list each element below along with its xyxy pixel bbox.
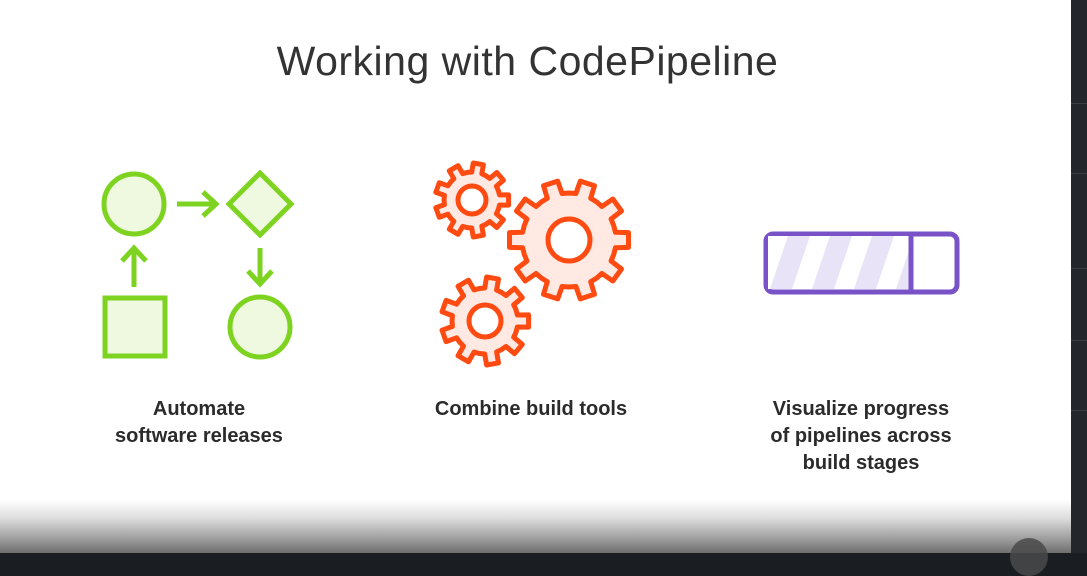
caption-combine: Combine build tools <box>434 398 628 420</box>
caption-automate: Automate software releases <box>115 398 283 447</box>
small-gear-bottom <box>439 274 532 368</box>
large-gear <box>507 178 631 302</box>
arrow-down-icon <box>246 248 274 288</box>
start-circle <box>101 171 167 237</box>
gears-icon <box>433 160 631 368</box>
decision-diamond <box>225 169 295 239</box>
arrow-up-icon <box>120 244 148 287</box>
caption-visualize: Visualize progress of pipelines across b… <box>770 398 952 474</box>
side-panel-edge <box>1071 0 1087 553</box>
end-circle <box>227 294 293 360</box>
workflow-diagram-icon <box>101 169 295 360</box>
slide-title: Working with CodePipeline <box>276 38 779 84</box>
progress-fill <box>768 236 911 289</box>
process-square <box>102 295 168 359</box>
small-gear-top <box>433 160 512 240</box>
arrow-right-icon <box>177 190 220 218</box>
player-control-button[interactable] <box>1010 538 1048 576</box>
progress-bar-icon <box>763 231 960 295</box>
video-bottom-fade <box>0 500 1071 553</box>
slide: Working with CodePipeline Automate softw… <box>0 0 1071 553</box>
